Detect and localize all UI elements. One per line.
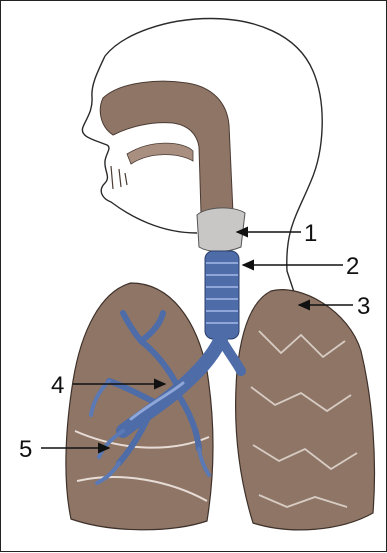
label-2: 2 xyxy=(346,253,359,280)
right-lung xyxy=(236,290,375,530)
label-3: 3 xyxy=(357,293,370,320)
label-1: 1 xyxy=(304,220,317,247)
trachea xyxy=(205,251,239,339)
palate xyxy=(127,143,193,164)
mouth-lines xyxy=(111,166,127,189)
label-4: 4 xyxy=(51,372,64,399)
larynx xyxy=(197,208,245,252)
label-5: 5 xyxy=(19,436,32,463)
